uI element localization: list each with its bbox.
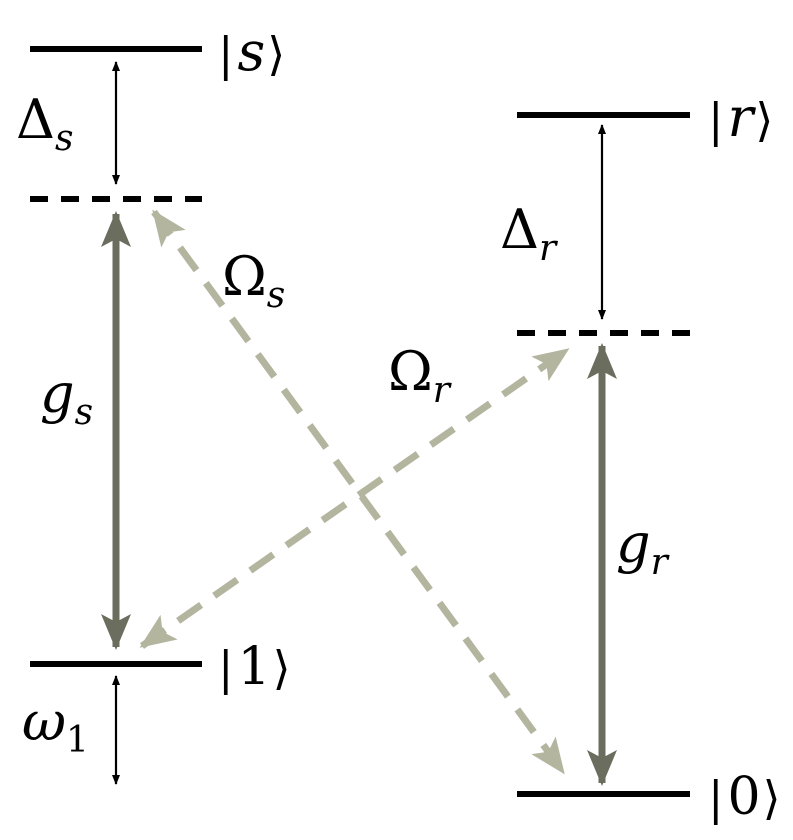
omega-r-arrow	[139, 347, 570, 649]
omega-1-label: ω1	[22, 690, 89, 761]
omega-r-label: Ωr	[388, 340, 452, 411]
ket-s-label: |s⟩	[218, 20, 285, 83]
g-r-label: gr	[616, 512, 670, 583]
ket-1-label: |1⟩	[218, 637, 291, 697]
omega-s-arrow	[151, 209, 566, 775]
delta-r-label: Δr	[500, 198, 558, 269]
delta-s-label: Δs	[16, 88, 73, 159]
omega-s-label: Ωs	[222, 245, 285, 316]
ket-0-label: |0⟩	[708, 767, 781, 827]
ket-r-label: |r⟩	[708, 86, 773, 149]
g-s-label: gs	[40, 362, 93, 433]
